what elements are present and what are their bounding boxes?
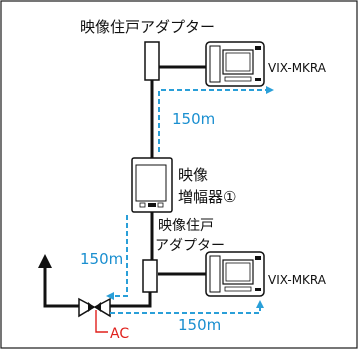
adapter-top (144, 41, 160, 81)
distance-arrow-bottom (110, 300, 264, 314)
distance-arrow-top (158, 86, 274, 152)
amp-label-line1: 映像 (178, 166, 208, 184)
device-bottom-label: VIX-MKRA (268, 273, 327, 287)
adapter-bottom-label-line2: アダプター (155, 238, 225, 254)
riser-arrow-head (38, 254, 52, 268)
monitor-top (205, 41, 265, 87)
device-top-label: VIX-MKRA (268, 61, 327, 75)
adapter-bottom (142, 259, 158, 293)
adapter-bottom-label-line1: 映像住戸 (158, 218, 214, 234)
wire-bottom-adapter-to-distributor (110, 290, 152, 308)
monitor-bottom (205, 251, 265, 297)
ac-label: AC (110, 326, 129, 342)
distance-left-label: 150m (80, 250, 123, 268)
distributor-symbol (78, 297, 111, 318)
adapter-top-label: 映像住戸アダプター (80, 18, 215, 36)
distance-arrow-left (106, 215, 128, 300)
distance-arrows (106, 86, 274, 314)
wiring (43, 65, 206, 308)
distance-bottom-label: 150m (178, 316, 221, 334)
amp-label-line2: 増幅器① (178, 188, 236, 206)
wire-distributor-riser (43, 264, 80, 308)
distance-top-label: 150m (172, 110, 215, 128)
video-amplifier (131, 157, 173, 213)
ac-lead-line (95, 310, 108, 333)
